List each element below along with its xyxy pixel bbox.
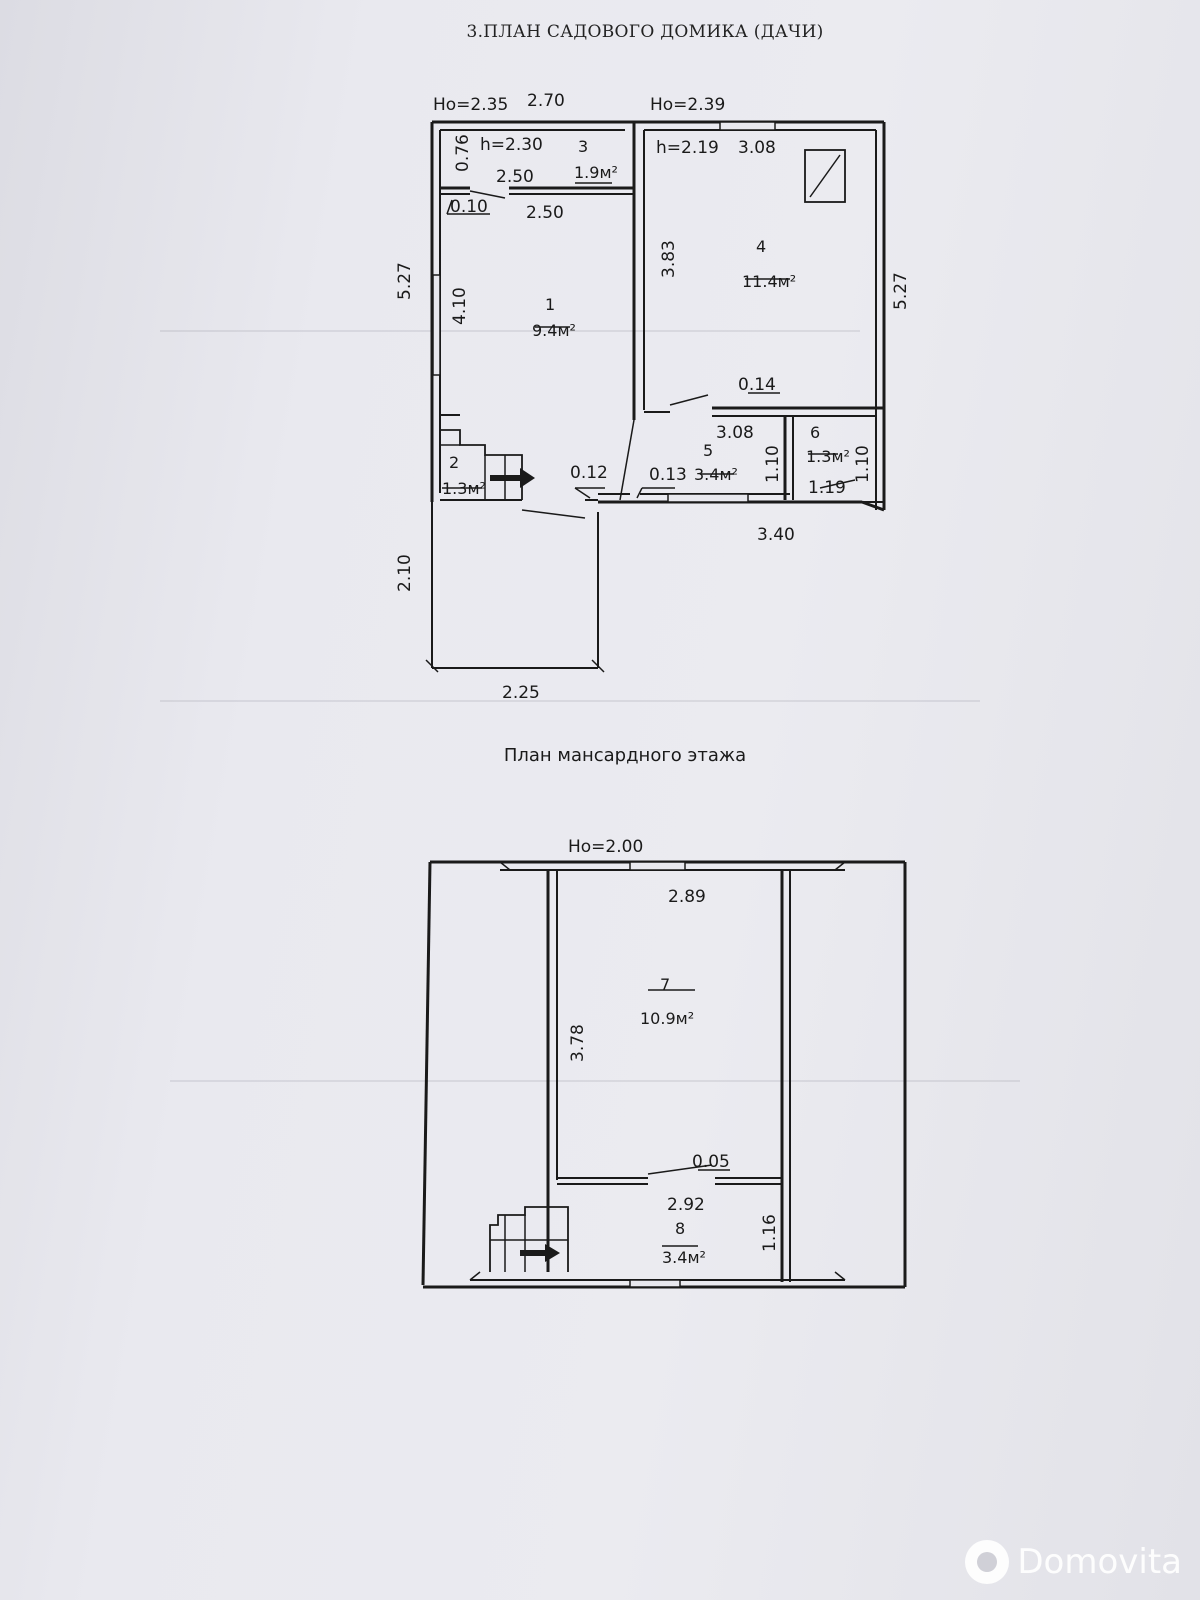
dimension-label: 2.92 (667, 1195, 705, 1215)
dimension-label: 2.25 (502, 683, 540, 703)
room-area: 10.9м² (640, 1009, 694, 1028)
dimension-label: 3.78 (568, 1024, 588, 1062)
bleed-through-line (170, 1080, 1020, 1082)
room-number: 4 (756, 237, 766, 256)
dimension-label: 0.05 (692, 1152, 730, 1172)
bleed-through-line (160, 700, 980, 702)
room-number: 8 (675, 1219, 685, 1238)
room-number: 6 (810, 423, 820, 442)
dimension-label: 3.08 (738, 138, 776, 158)
dimension-label: 0.10 (450, 197, 488, 217)
watermark: Domovita (965, 1540, 1182, 1584)
dimension-label: 0.13 (649, 465, 687, 485)
room-area: 1.3м² (442, 479, 486, 498)
dimension-label: 1.10 (853, 445, 873, 483)
dimension-label: 4.10 (450, 287, 470, 325)
page-title: 3.ПЛАН САДОВОГО ДОМИКА (ДАЧИ) (466, 22, 824, 42)
stair-arrow-icon (520, 1244, 560, 1262)
height-label-right: Hо=2.39 (650, 95, 725, 115)
dimension-label: 3.08 (716, 423, 754, 443)
dimension-label: 2.50 (496, 167, 534, 187)
height-label-left: Hо=2.35 (433, 95, 508, 115)
dimension-label: 0.12 (570, 463, 608, 483)
domovita-logo-icon (965, 1540, 1010, 1584)
room-number: 7 (660, 975, 670, 994)
dimension-label: 2.89 (668, 887, 706, 907)
room-area: 1.9м² (574, 163, 618, 182)
room-height-label: h=2.19 (656, 138, 719, 158)
dimension-label: 3.83 (659, 240, 679, 278)
room-area: 9.4м² (532, 321, 576, 340)
room-area: 3.4м² (662, 1248, 706, 1267)
dimension-label: 1.19 (808, 478, 846, 498)
dimension-label: 1.10 (763, 445, 783, 483)
watermark-text: Domovita (1017, 1542, 1182, 1582)
room-area: 11.4м² (742, 272, 796, 291)
dimension-label: 5.27 (891, 272, 911, 310)
room-number: 1 (545, 295, 555, 314)
room-area: 3.4м² (694, 465, 738, 484)
dimension-label: 2.50 (526, 203, 564, 223)
room-number: 5 (703, 441, 713, 460)
attic-plan-title: План мансардного этажа (503, 745, 747, 766)
room-height-label: h=2.30 (480, 135, 543, 155)
room-number: 3 (578, 137, 588, 156)
dimension-label: 2.70 (527, 91, 565, 111)
attic-height-label: Hо=2.00 (568, 837, 643, 857)
dimension-label: 3.40 (757, 525, 795, 545)
dimension-label: 1.16 (760, 1214, 780, 1252)
room-area: 1.3м² (806, 447, 850, 466)
dimension-label: 0.14 (738, 375, 776, 395)
stair-arrow-icon (490, 468, 535, 488)
dimension-label: 0.76 (453, 134, 473, 172)
dimension-label: 2.10 (395, 554, 415, 592)
room-number: 2 (449, 453, 459, 472)
dimension-label: 5.27 (395, 262, 415, 300)
bleed-through-line (160, 330, 860, 332)
